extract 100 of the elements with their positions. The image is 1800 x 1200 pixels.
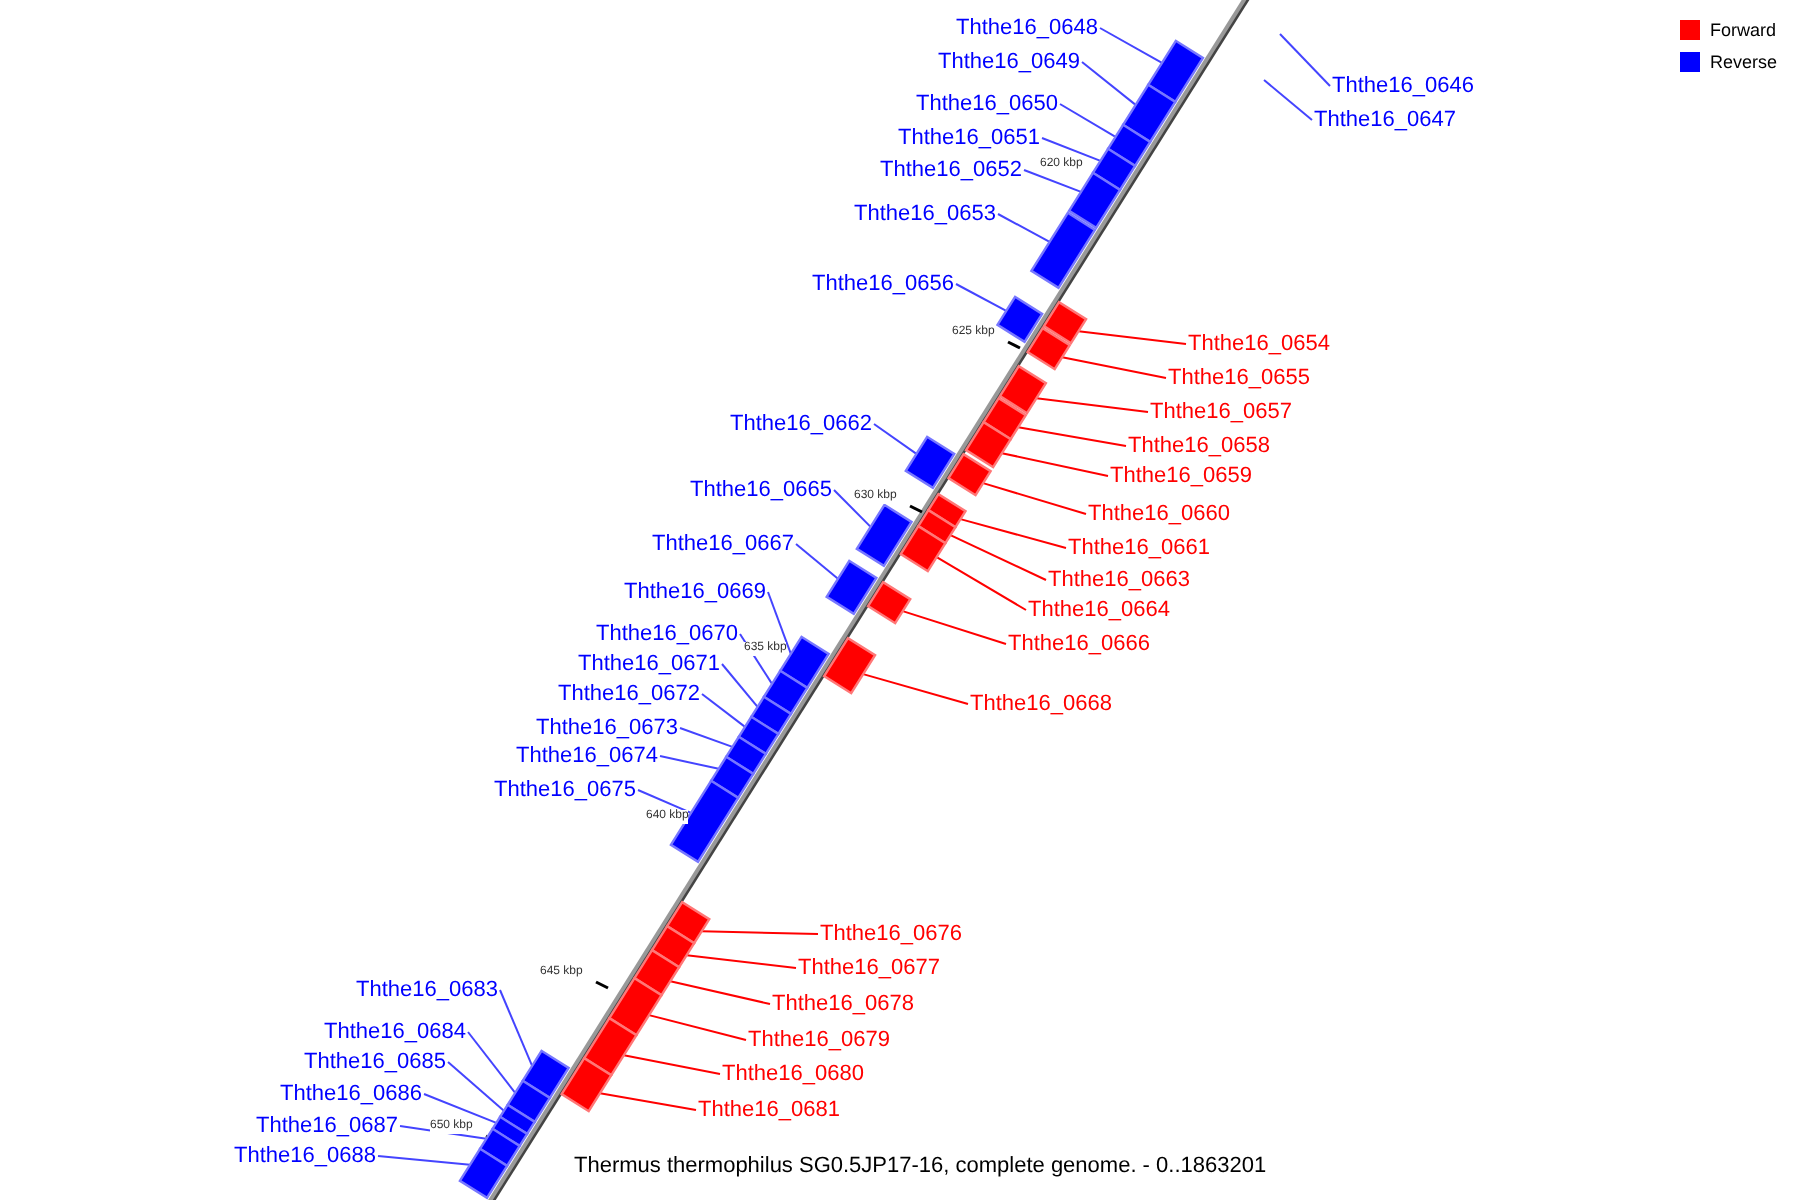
gene-block xyxy=(1106,123,1152,168)
gene-block xyxy=(762,669,809,716)
leader-line xyxy=(679,727,734,748)
gene-block xyxy=(724,735,768,776)
gene-label: Ththe16_0687 xyxy=(256,1113,398,1139)
gene-label: Ththe16_0647 xyxy=(1314,107,1456,133)
gene-label: Ththe16_0668 xyxy=(970,691,1112,717)
gene-block xyxy=(1025,326,1072,371)
leader-line xyxy=(982,482,1087,515)
gene-block xyxy=(665,900,711,945)
leader-line xyxy=(997,213,1051,243)
gene-label: Ththe16_0652 xyxy=(880,157,1022,183)
leader-line xyxy=(377,1155,471,1166)
leader-line xyxy=(499,989,534,1067)
leader-line xyxy=(955,283,1008,312)
gene-label: Ththe16_0661 xyxy=(1068,535,1210,561)
gene-block xyxy=(866,580,912,625)
legend-label: Forward xyxy=(1710,18,1777,42)
gene-block xyxy=(1029,211,1097,290)
gene-label: Ththe16_0664 xyxy=(1028,597,1170,623)
leader-line xyxy=(423,1093,498,1124)
gene-block xyxy=(995,295,1044,344)
gene-label: Ththe16_0667 xyxy=(652,531,794,557)
leader-line xyxy=(1000,452,1109,477)
gene-block xyxy=(964,420,1013,469)
gene-label: Ththe16_0675 xyxy=(494,777,636,803)
gene-label: Ththe16_0673 xyxy=(536,715,678,741)
gene-block xyxy=(607,976,664,1037)
gene-block xyxy=(650,924,696,969)
leader-line xyxy=(648,1014,747,1041)
gene-block xyxy=(916,508,958,545)
gene-label: Ththe16_0683 xyxy=(356,977,498,1003)
gene-label: Ththe16_0672 xyxy=(558,681,700,707)
leader-line xyxy=(767,591,792,655)
gene-label: Ththe16_0657 xyxy=(1150,399,1292,425)
gene-label: Ththe16_0679 xyxy=(748,1027,890,1053)
gene-label: Ththe16_0662 xyxy=(730,411,872,437)
gene-block xyxy=(506,1079,552,1124)
gene-label: Ththe16_0659 xyxy=(1110,463,1252,489)
gene-block xyxy=(709,755,755,800)
leader-line xyxy=(467,1031,517,1094)
gene-block xyxy=(632,948,681,997)
leader-line xyxy=(637,789,692,814)
gene-block xyxy=(749,695,793,736)
gene-label: Ththe16_0665 xyxy=(690,477,832,503)
gene-block xyxy=(1067,171,1122,230)
leader-line xyxy=(795,543,839,580)
caption: Thermus thermophilus SG0.5JP17-16, complete genome. - 0..1863201 xyxy=(574,1154,1267,1178)
gene-label: Ththe16_0651 xyxy=(898,125,1040,151)
leader-line xyxy=(669,980,771,1005)
gene-block xyxy=(981,396,1028,441)
gene-label: Ththe16_0670 xyxy=(596,621,738,647)
gene-label: Ththe16_0674 xyxy=(516,743,658,769)
gene-block xyxy=(904,435,956,490)
gene-block xyxy=(521,1049,571,1100)
leader-line xyxy=(901,610,1007,645)
gene-block xyxy=(458,1147,509,1200)
leader-line xyxy=(862,673,969,705)
gene-label: Ththe16_0654 xyxy=(1188,331,1330,357)
leader-line xyxy=(1061,356,1167,379)
legend-label: Reverse xyxy=(1710,50,1778,74)
gene-label: Ththe16_0648 xyxy=(956,15,1098,41)
gene-block xyxy=(1042,300,1088,345)
gene-label: Ththe16_0686 xyxy=(280,1081,422,1107)
gene-label: Ththe16_0655 xyxy=(1168,365,1310,391)
leader-line xyxy=(701,693,746,728)
leader-line xyxy=(599,1092,697,1111)
gene-label: Ththe16_0658 xyxy=(1128,433,1270,459)
gene-label: Ththe16_0671 xyxy=(578,651,720,677)
leader-line xyxy=(1059,103,1117,138)
gene-label: Ththe16_0649 xyxy=(938,49,1080,75)
leader-line xyxy=(1263,79,1313,121)
gene-label: Ththe16_0646 xyxy=(1332,73,1474,99)
leader-line xyxy=(721,663,759,708)
gene-label: Ththe16_0666 xyxy=(1008,631,1150,657)
gene-label: Ththe16_0676 xyxy=(820,921,962,947)
gene-block xyxy=(582,1016,639,1077)
gene-label: Ththe16_0685 xyxy=(304,1049,446,1075)
leader-line xyxy=(1017,426,1127,447)
leader-line xyxy=(1041,137,1102,162)
gene-label: Ththe16_0688 xyxy=(234,1143,376,1169)
gene-label: Ththe16_0677 xyxy=(798,955,940,981)
leader-line xyxy=(833,489,872,528)
leader-line xyxy=(873,423,918,455)
leader-line xyxy=(935,556,1027,611)
leader-line xyxy=(659,755,720,770)
gene-block xyxy=(669,779,740,864)
leader-line xyxy=(1081,61,1137,106)
leader-line xyxy=(1023,169,1082,193)
gene-block xyxy=(478,1127,522,1168)
leader-line xyxy=(1099,27,1163,64)
gene-label: Ththe16_0653 xyxy=(854,201,996,227)
gene-block xyxy=(946,452,993,497)
leader-line xyxy=(959,518,1067,549)
leader-line xyxy=(739,633,773,685)
leader-line xyxy=(949,534,1047,581)
leader-line xyxy=(1279,33,1331,87)
leader-line xyxy=(685,954,797,969)
gene-block xyxy=(899,524,948,573)
gene-label: Ththe16_0663 xyxy=(1048,567,1190,593)
